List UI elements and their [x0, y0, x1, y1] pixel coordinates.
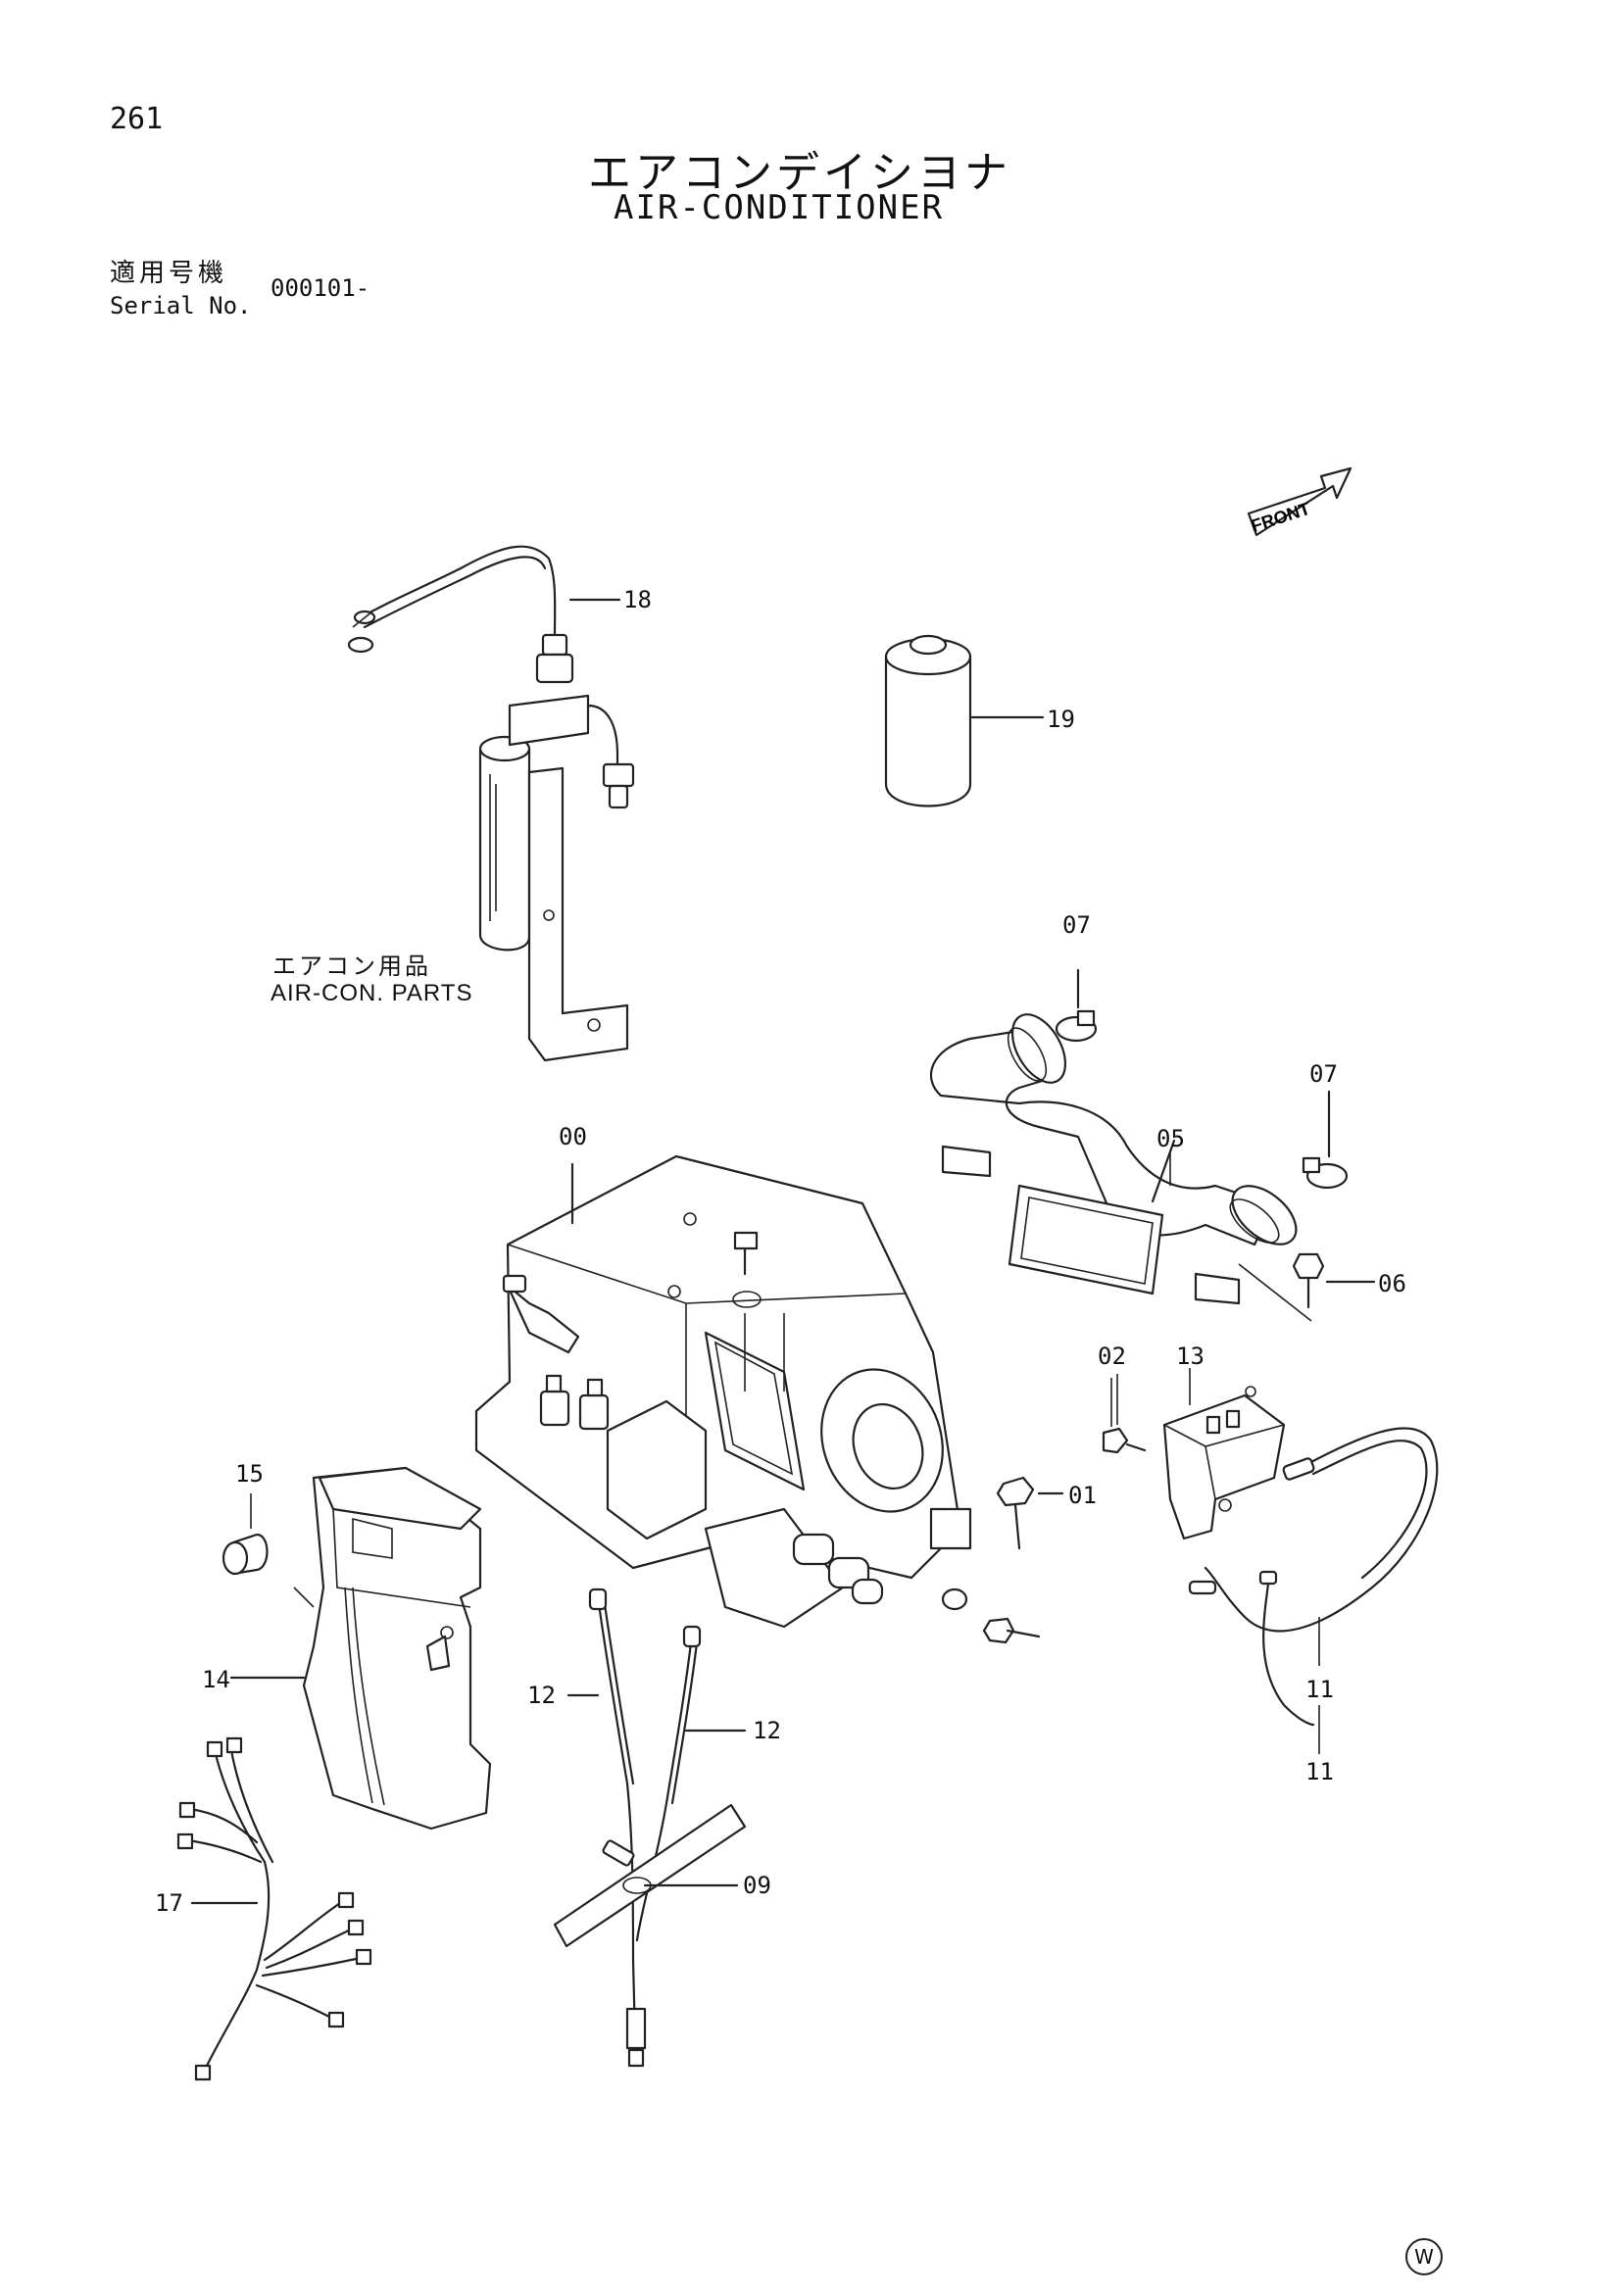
page-number: 261 [110, 102, 164, 136]
serial-label-japanese: 適用号機 [110, 259, 228, 288]
main-unit-00 [474, 1154, 972, 1629]
receiver-drier-assembly [347, 545, 635, 1062]
title-japanese: エアコンデイシヨナ [588, 148, 1011, 198]
serial-number-range: 000101- [270, 274, 370, 302]
callout-14: 14 [202, 1666, 230, 1693]
callout-06: 06 [1378, 1270, 1406, 1297]
filter-cylinder [884, 634, 1045, 807]
callout-11-lower: 11 [1305, 1758, 1334, 1785]
callout-12-left: 12 [527, 1682, 556, 1709]
bolt-06 [1238, 1252, 1376, 1322]
callout-19: 19 [1047, 706, 1075, 733]
callout-00: 00 [559, 1123, 587, 1150]
serial-label-english: Serial No. [110, 292, 252, 319]
callout-17: 17 [155, 1889, 183, 1917]
bracket-13 [1102, 1368, 1286, 1540]
callout-02: 02 [1098, 1343, 1126, 1370]
callout-07-right: 07 [1309, 1060, 1338, 1088]
duct-14 [229, 1466, 492, 1831]
callout-07-upper: 07 [1062, 911, 1091, 939]
callout-09: 09 [743, 1872, 771, 1899]
callout-18: 18 [623, 586, 652, 613]
brand-mark-icon: W [1405, 2238, 1443, 2275]
cable-12-and-band-09 [553, 1588, 747, 2068]
callout-12-right: 12 [753, 1717, 781, 1744]
aircon-parts-note-japanese: エアコン用品 [272, 953, 431, 980]
bolt-01 [941, 1476, 1064, 1644]
air-duct-hose [930, 968, 1349, 1305]
callout-05: 05 [1156, 1125, 1185, 1152]
wire-harness-17 [176, 1736, 372, 2081]
rubber-mount-15 [221, 1493, 269, 1576]
callout-13: 13 [1176, 1343, 1205, 1370]
aircon-parts-note-english: AIR-CON. PARTS [270, 980, 473, 1006]
front-arrow-icon: FRONT [1247, 466, 1352, 537]
title-english: AIR-CONDITIONER [614, 188, 945, 227]
callout-01: 01 [1068, 1482, 1097, 1509]
callout-11-upper: 11 [1305, 1676, 1334, 1703]
callout-15: 15 [235, 1460, 264, 1488]
sensor-wire-11 [1188, 1427, 1439, 1754]
